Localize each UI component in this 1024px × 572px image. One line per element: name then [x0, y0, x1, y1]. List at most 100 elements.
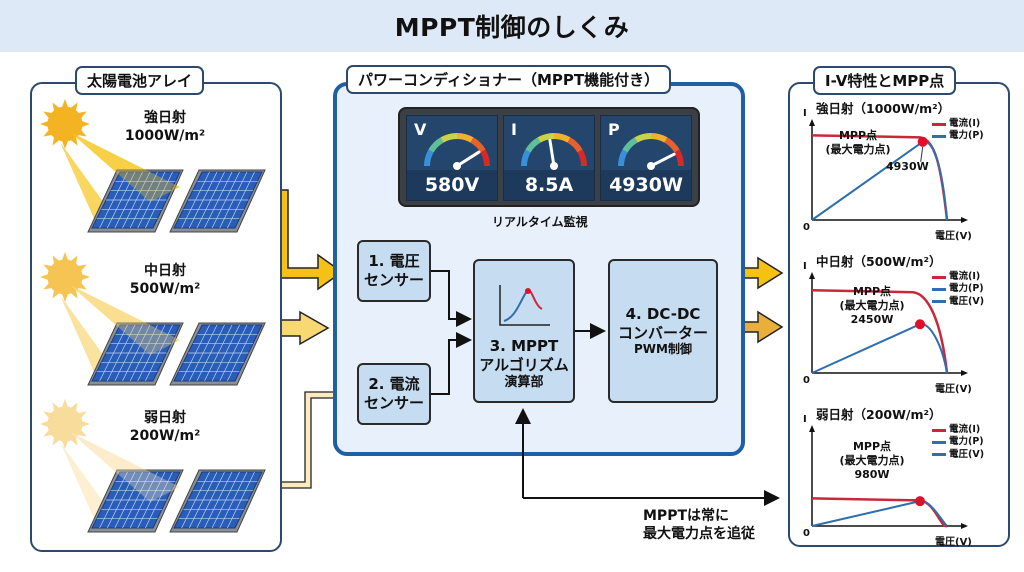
dc-dc-converter-block: 4. DC-DC コンバーター PWM制御	[608, 259, 718, 403]
legend-item: 電流(I)	[932, 424, 984, 436]
irradiance-value: 500W/m²	[129, 280, 201, 297]
meter-value: 4930W	[601, 170, 691, 200]
legend-text: 電力(P)	[949, 283, 984, 295]
legend-swatch	[932, 441, 946, 445]
legend-item: 電圧(V)	[932, 449, 984, 461]
meter-p: P 4930W	[600, 115, 692, 201]
mpp-value: 4930W	[886, 160, 929, 173]
meter-value: 8.5A	[504, 170, 594, 200]
legend-swatch	[932, 300, 946, 304]
mpp-value: 980W	[854, 467, 890, 481]
mpp-label: MPP点(最大電力点)	[818, 129, 898, 157]
gauge-icon	[521, 133, 587, 170]
solar-array-label: 太陽電池アレイ	[75, 66, 205, 95]
solar-panel	[169, 469, 266, 533]
legend-text: 電力(P)	[949, 436, 984, 448]
meter-v: V 580V	[406, 115, 498, 201]
meter-symbol: P	[608, 120, 620, 139]
x-axis-label: 電圧(V)	[935, 537, 972, 548]
x-axis-label: 電圧(V)	[935, 384, 972, 395]
gauge-icon	[618, 133, 684, 170]
irradiance-value: 200W/m²	[129, 427, 201, 444]
origin-label: 0	[803, 222, 810, 233]
legend-swatch	[932, 122, 946, 126]
current-curve	[811, 288, 949, 374]
legend-item: 電流(I)	[932, 271, 984, 283]
sun-icon	[40, 252, 90, 302]
legend-swatch	[932, 288, 946, 292]
sun-icon	[40, 399, 90, 449]
current-sensor-block: 2. 電流 センサー	[357, 363, 431, 425]
voltage-sensor-line1: 1. 電圧	[368, 252, 420, 271]
legend-item: 電圧(V)	[932, 296, 984, 308]
legend-swatch	[932, 428, 946, 432]
sun-icon	[40, 99, 90, 149]
irradiance-name: 弱日射	[144, 410, 186, 426]
converter-line3: PWM制御	[634, 342, 692, 357]
legend-swatch	[932, 275, 946, 279]
origin-label: 0	[803, 375, 810, 386]
irradiance-name: 強日射	[144, 110, 186, 126]
legend-swatch	[932, 135, 946, 139]
irradiance-name: 中日射	[144, 263, 186, 279]
converter-line1: 4. DC-DC	[625, 304, 701, 323]
mppt-line3: 演算部	[504, 374, 544, 390]
iv-chart-2	[809, 272, 968, 376]
mpp-label-line1: MPP点	[852, 440, 892, 453]
irradiance-value: 1000W/m²	[124, 127, 206, 144]
chart-title: 中日射（500W/m²）	[816, 254, 942, 269]
voltage-sensor-line2: センサー	[363, 271, 424, 289]
origin-label: 0	[803, 528, 810, 539]
solar-panel	[87, 322, 184, 386]
gauge-needle	[455, 150, 481, 168]
power-curve	[811, 500, 948, 527]
y-axis-label: I	[803, 414, 807, 425]
legend-text: 電圧(V)	[949, 448, 985, 460]
mpp-label-line2: (最大電力点)	[839, 298, 905, 312]
legend-item: 電力(P)	[932, 130, 984, 142]
title-bar: MPPT制御のしくみ	[0, 0, 1024, 52]
mpp-label-line1: MPP点	[852, 285, 892, 298]
solar-panel	[169, 169, 266, 233]
tracking-note-line1: MPPTは常に	[643, 508, 730, 524]
meter-value: 580V	[407, 170, 497, 200]
solar-group-2	[40, 252, 266, 386]
mpp-label-line2: (最大電力点)	[839, 453, 905, 467]
power-curve	[811, 323, 948, 374]
mppt-algorithm-block: 3. MPPT アルゴリズム 演算部	[473, 259, 575, 403]
mpp-value: 2450W	[850, 312, 894, 326]
mppt-line2: アルゴリズム	[479, 356, 569, 374]
meter-symbol: V	[414, 120, 427, 139]
current-sensor-line2: センサー	[363, 394, 424, 412]
mpp-point	[917, 136, 928, 147]
legend-text: 電力(P)	[949, 130, 984, 142]
converter-line2: コンバーター	[617, 323, 708, 342]
iv-chart-3	[809, 425, 968, 529]
legend-item: 電力(P)	[932, 283, 984, 295]
gauge-needle	[548, 138, 556, 168]
gauge-icon	[424, 133, 490, 170]
solar-panel	[87, 469, 184, 533]
meters-caption: リアルタイム監視	[492, 215, 588, 229]
mppt-line1: 3. MPPT	[489, 337, 559, 356]
solar-panel	[169, 322, 266, 386]
iv-panel-label: I-V特性とMPP点	[813, 66, 957, 95]
x-axis-label: 電圧(V)	[935, 231, 972, 242]
solar-group-1	[40, 99, 266, 233]
chart-legend: 電流(I)電力(P)電圧(V)	[932, 271, 984, 308]
gauge-needle	[649, 152, 676, 168]
iv-chart-1	[809, 119, 968, 223]
legend-text: 電流(I)	[949, 271, 981, 282]
page-title: MPPT制御のしくみ	[394, 13, 630, 42]
chart-title: 強日射（1000W/m²）	[816, 101, 951, 116]
mpp-label-line2: (最大電力点)	[825, 142, 891, 156]
mppt-curve-icon	[499, 285, 550, 326]
tracking-note: MPPTは常に 最大電力点を追従	[643, 507, 755, 543]
solar-panel	[87, 169, 184, 233]
mpp-point	[915, 319, 925, 330]
chart-legend: 電流(I)電力(P)	[932, 118, 984, 143]
